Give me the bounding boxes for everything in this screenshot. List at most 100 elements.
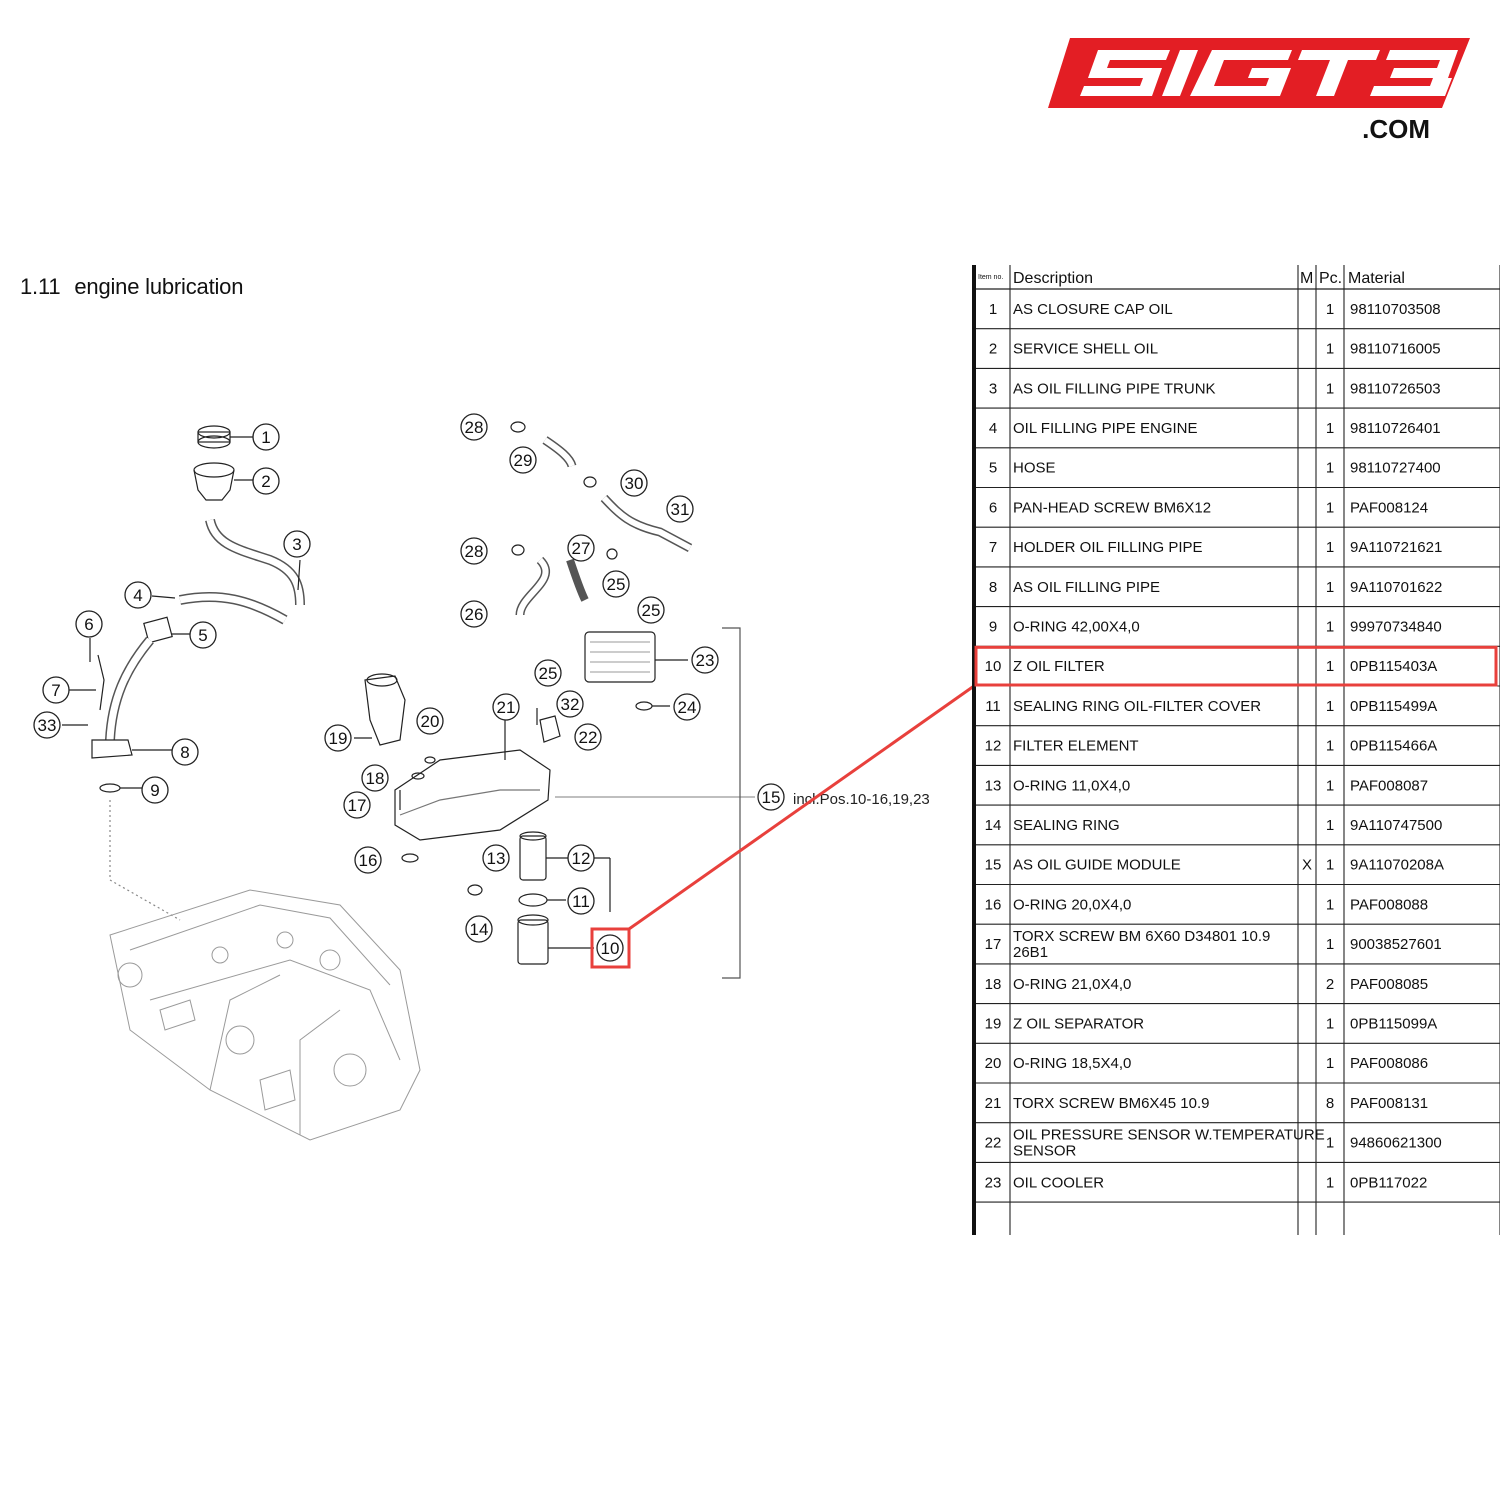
svg-text:1: 1 (261, 428, 270, 447)
callout-25b: 25 (637, 596, 665, 624)
cell-pc: 1 (1326, 936, 1334, 953)
cell-item-no: 3 (989, 380, 997, 397)
callout-27: 27 (567, 534, 595, 562)
callout-25a: 25 (602, 570, 630, 598)
svg-text:29: 29 (514, 451, 533, 470)
highlight-row-box (974, 645, 1498, 687)
cell-description: OIL PRESSURE SENSOR W.TEMPERATURE (1013, 1127, 1325, 1144)
callout-16: 16 (354, 846, 382, 874)
callout-33: 33 (33, 711, 61, 739)
svg-text:23: 23 (696, 651, 715, 670)
cell-pc: 1 (1326, 539, 1334, 556)
cell-m: X (1302, 857, 1312, 874)
cell-pc: 1 (1326, 658, 1334, 675)
cell-material: PAF008124 (1350, 499, 1428, 516)
cell-description: O-RING 42,00X4,0 (1013, 618, 1140, 635)
cell-description: HOSE (1013, 460, 1056, 477)
cell-description: O-RING 18,5X4,0 (1013, 1055, 1131, 1072)
callout-8: 8 (171, 738, 199, 766)
callout-17: 17 (343, 791, 371, 819)
cell-pc: 1 (1326, 301, 1334, 318)
cell-item-no: 11 (985, 698, 1001, 715)
svg-text:18: 18 (366, 769, 385, 788)
header-material: Material (1348, 270, 1405, 287)
cell-description: Z OIL FILTER (1013, 658, 1105, 675)
cell-item-no: 4 (989, 420, 997, 437)
cell-material: PAF008087 (1350, 777, 1428, 794)
callout-2: 2 (252, 467, 280, 495)
cell-material: 9A11070208A (1350, 857, 1444, 874)
svg-text:8: 8 (180, 743, 189, 762)
cell-material: PAF008131 (1350, 1095, 1428, 1112)
cell-description: SERVICE SHELL OIL (1013, 341, 1158, 358)
logo-suffix-text: .COM (1362, 114, 1430, 144)
cell-pc: 1 (1326, 1174, 1334, 1191)
header-description: Description (1013, 270, 1093, 287)
cell-description: 26B1 (1013, 944, 1048, 961)
callout-29: 29 (509, 446, 537, 474)
svg-text:25: 25 (539, 664, 558, 683)
cell-material: 0PB115403A (1350, 658, 1437, 675)
svg-text:21: 21 (497, 698, 516, 717)
cell-pc: 1 (1326, 460, 1334, 477)
svg-text:7: 7 (51, 681, 60, 700)
cell-description: O-RING 20,0X4,0 (1013, 896, 1131, 913)
cell-material: 9A110747500 (1350, 817, 1442, 834)
cell-item-no: 22 (985, 1135, 1002, 1152)
header-item-no: Item no. (978, 274, 1003, 281)
cell-description: SEALING RING (1013, 817, 1120, 834)
cell-item-no: 15 (985, 857, 1002, 874)
callout-23: 23 (691, 646, 719, 674)
callout-13: 13 (482, 844, 510, 872)
cell-item-no: 16 (985, 896, 1002, 913)
cell-material: 98110726503 (1350, 380, 1441, 397)
svg-text:10: 10 (601, 939, 620, 958)
svg-text:19: 19 (329, 729, 348, 748)
callout-5: 5 (189, 621, 217, 649)
callout-30: 30 (620, 469, 648, 497)
cell-description: Z OIL SEPARATOR (1013, 1015, 1144, 1032)
cell-item-no: 17 (985, 936, 1002, 953)
callout-7: 7 (42, 676, 70, 704)
cell-material: 0PB115099A (1350, 1015, 1437, 1032)
brand-logo[interactable]: .COM (1040, 30, 1480, 160)
callout-6: 6 (75, 610, 103, 638)
callout-3: 3 (283, 530, 311, 558)
cell-pc: 1 (1326, 380, 1334, 397)
cell-description: TORX SCREW BM6X45 10.9 (1013, 1095, 1209, 1112)
cell-description: FILTER ELEMENT (1013, 738, 1139, 755)
cell-material: 94860621300 (1350, 1135, 1442, 1152)
svg-text:26: 26 (465, 605, 484, 624)
highlight-box-callout-10 (590, 927, 631, 969)
sigt3-logo-graphic: .COM (1048, 38, 1470, 144)
cell-material: 98110716005 (1350, 341, 1441, 358)
cell-description: OIL COOLER (1013, 1174, 1104, 1191)
callout-21: 21 (492, 693, 520, 721)
cell-item-no: 23 (985, 1174, 1002, 1191)
cell-material: 0PB115466A (1350, 738, 1437, 755)
cell-pc: 1 (1326, 1055, 1334, 1072)
svg-text:20: 20 (421, 712, 440, 731)
svg-text:25: 25 (642, 601, 661, 620)
cell-description: TORX SCREW BM 6X60 D34801 10.9 (1013, 928, 1270, 945)
cell-description: SEALING RING OIL-FILTER COVER (1013, 698, 1261, 715)
svg-text:2: 2 (261, 472, 270, 491)
cell-pc: 1 (1326, 738, 1334, 755)
cell-pc: 8 (1326, 1095, 1334, 1112)
cell-item-no: 13 (985, 777, 1002, 794)
header-pc: Pc. (1319, 270, 1342, 287)
